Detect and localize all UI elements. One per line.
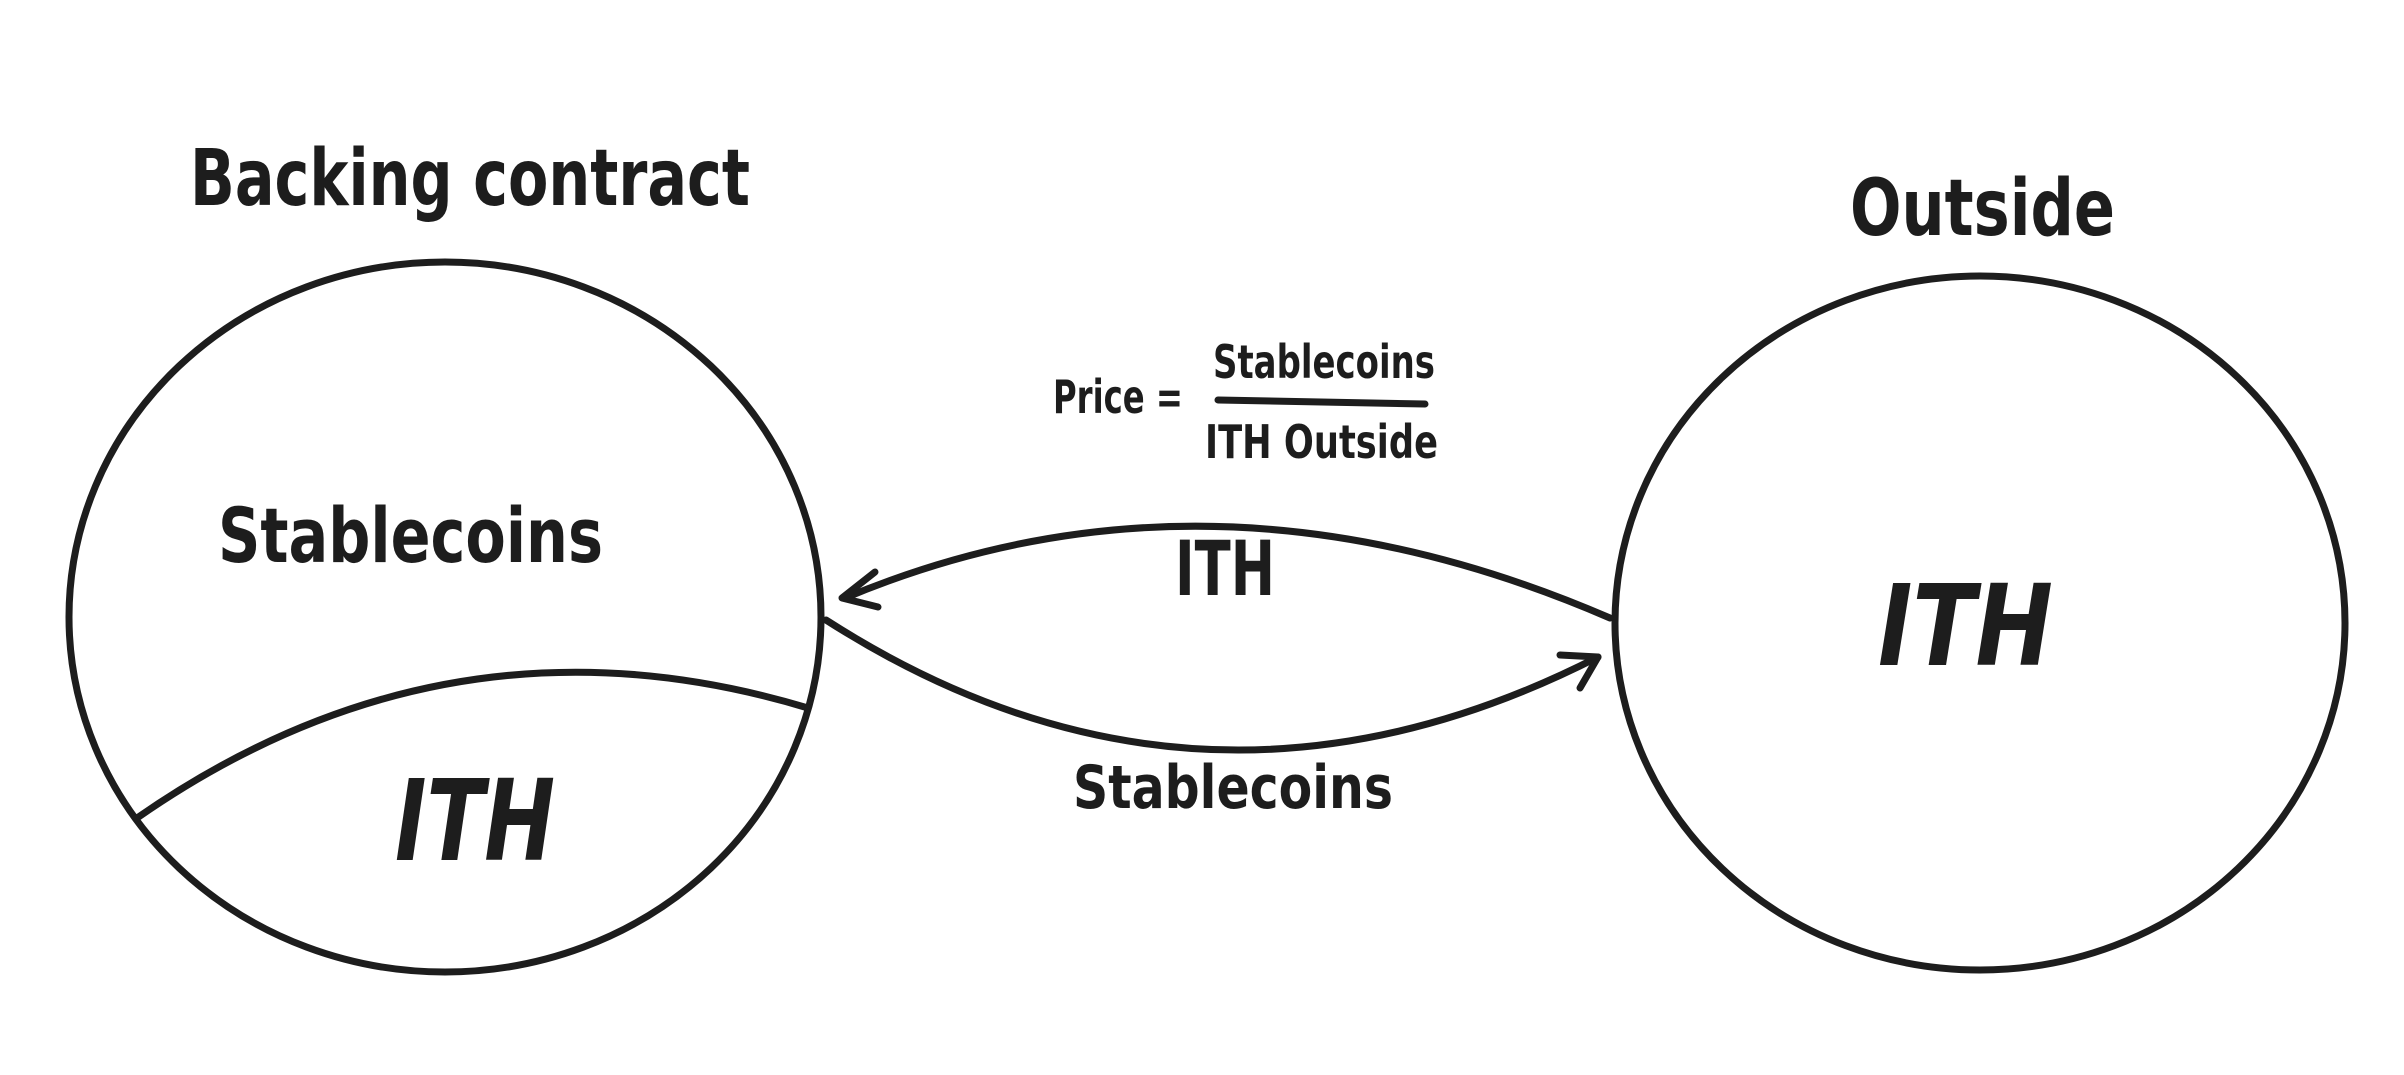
outside-title: Outside [1850, 164, 2115, 254]
backing-contract-divider [133, 668, 812, 822]
backing-contract-ith-label: ITH [395, 757, 555, 887]
formula-denominator: ITH Outside [1205, 415, 1438, 469]
outside-ith-label: ITH [1878, 562, 2053, 692]
flow-ith-to-backing: ITH [838, 522, 1614, 622]
flow-ith-label: ITH [1175, 524, 1275, 613]
outside-circle [1611, 272, 2349, 974]
price-label: Price = [1053, 370, 1183, 424]
backing-contract: Backing contract Stablecoins ITH [65, 134, 825, 976]
flow-stablecoins-label: Stablecoins [1073, 753, 1393, 823]
arrowhead-right-icon [1556, 651, 1602, 692]
outside: Outside ITH [1611, 164, 2349, 974]
flow-stablecoins-to-outside: Stablecoins [822, 616, 1602, 823]
formula-numerator: Stablecoins [1213, 335, 1435, 389]
backing-contract-stablecoins-label: Stablecoins [218, 491, 603, 580]
flow-stablecoins-arrow-line [822, 616, 1602, 754]
flow-ith-arrow-line [841, 522, 1614, 622]
backing-contract-title: Backing contract [190, 134, 750, 224]
arrowhead-left-icon [838, 568, 882, 611]
price-formula: Price = Stablecoins ITH Outside [1053, 335, 1438, 469]
backing-contract-circle [65, 258, 825, 976]
fraction-bar [1214, 396, 1429, 408]
